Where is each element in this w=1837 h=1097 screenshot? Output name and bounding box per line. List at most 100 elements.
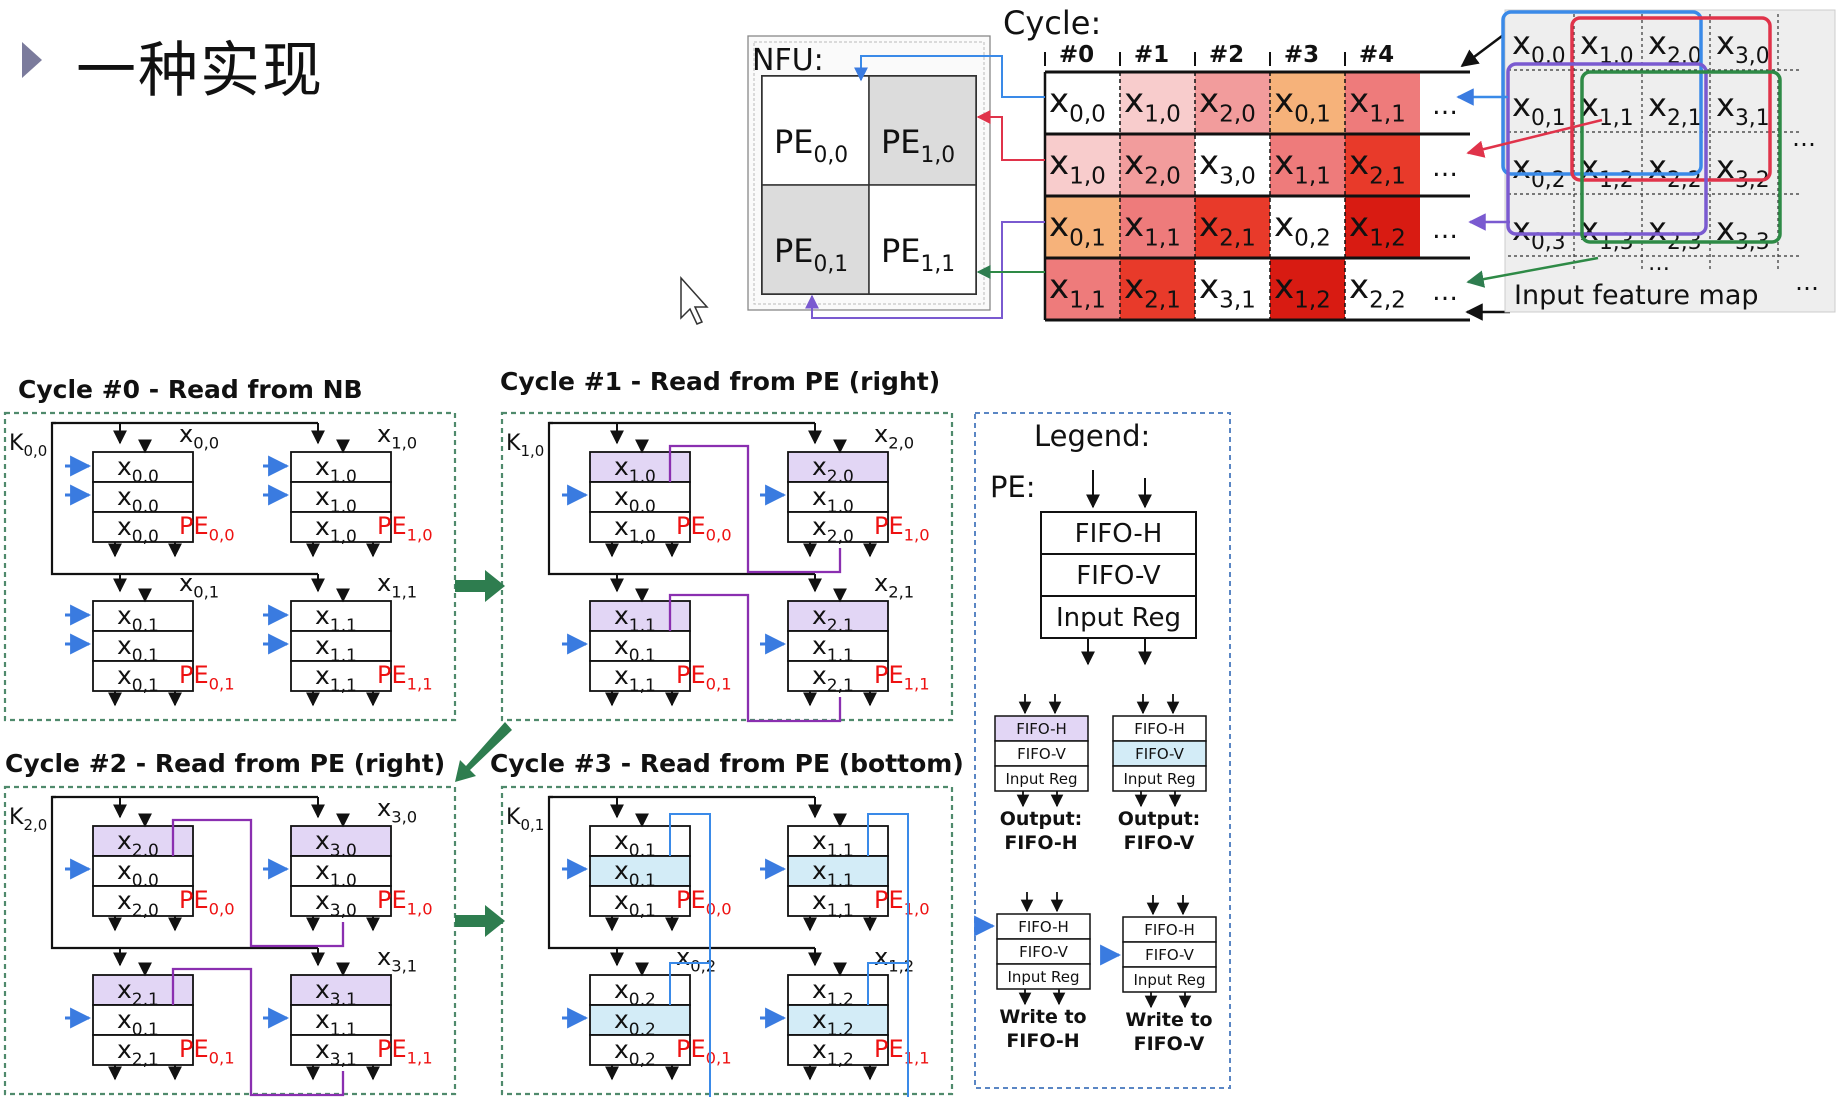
pe-register [92,660,194,692]
cycle-panel-frame [500,785,954,1096]
legend-register [1040,553,1197,597]
legend-mini-register [996,963,1091,990]
legend-mini-label: Input Reg [1133,971,1205,989]
pe-cell [761,184,870,295]
cycle-header: #1 [1134,42,1169,68]
legend-frame [974,412,1231,1089]
pe-register-label: x0,1 [117,661,159,696]
pe-register [92,855,194,887]
map-cell-label: x0,2 [1512,148,1566,193]
pe-register-label: x1,2 [812,1035,854,1070]
legend-mini-label: FIFO-V [1019,943,1068,961]
pe-name: PE1,1 [377,661,433,694]
cycle-cell [1345,72,1420,134]
pe-register [290,600,392,632]
route-purple-to-pe01 [805,221,1045,319]
cycle-cell-label: x1,2 [1349,205,1406,252]
pe-name: PE0,0 [179,886,235,919]
pe-name: PE1,0 [377,886,433,919]
pe-register-label: x2,1 [812,661,854,696]
pe-name: PE1,1 [874,1035,930,1068]
fifo-h-route [668,444,842,574]
fifo-v-route [669,962,711,1097]
map-label: Input feature map [1514,280,1759,311]
pe-label: PE1,1 [881,232,955,277]
cycle-panel-title: Cycle #2 - Read from PE (right) [5,749,445,778]
pe-register [589,974,691,1006]
pe-name: PE1,1 [874,661,930,694]
legend-mini-register [994,715,1089,742]
pe-register-label: x0,2 [614,1035,656,1070]
pe-register [92,825,194,857]
bullet-triangle-icon [22,42,42,78]
cycle-header: #3 [1284,42,1319,68]
map-ellipsis: … [1648,251,1670,276]
pe-register [92,511,194,543]
fifo-v-route [867,962,909,1097]
cycle-cell-label: x2,0 [1124,143,1181,190]
pe-register [787,451,889,483]
pe-register [787,825,889,857]
cycle-cell-label: x2,1 [1349,143,1406,190]
cycle-cell [1345,196,1420,258]
pe-name: PE0,1 [179,1035,235,1068]
map-cell-label: x1,1 [1580,86,1634,131]
legend-register-label: Input Reg [1056,603,1181,633]
cycle-cell [1345,258,1420,320]
pe-register [92,885,194,917]
pe-name: PE0,0 [676,886,732,919]
cycle-panel-title: Cycle #3 - Read from PE (bottom) [490,749,964,778]
pe-register [92,481,194,513]
flow-arrow-icon [455,722,512,782]
pe-register-label: x2,1 [117,1035,159,1070]
cycle-panel-title: Cycle #1 - Read from PE (right) [500,367,940,396]
fifo-h-route [171,967,345,1097]
pe-register [589,511,691,543]
pe-data-input: x3,1 [377,943,417,976]
cycle-cell [1120,134,1195,196]
kernel-label: K1,0 [506,431,544,460]
legend-mini-label: Input Reg [1123,770,1195,788]
pe-register [290,974,392,1006]
pe-name: PE0,1 [179,661,235,694]
pe-register [589,660,691,692]
cycle-panel-title: Cycle #0 - Read from NB [18,375,363,404]
more-ellipsis: … [1432,277,1458,307]
cycle-cell [1270,196,1345,258]
pe-cell [868,184,977,295]
pe-register [787,630,889,662]
legend-register [1040,595,1197,639]
map-cell-label: x0,0 [1512,24,1566,69]
pe-name: PE1,1 [377,1035,433,1068]
cycle-cell-label: x0,0 [1049,81,1106,128]
pe-register [290,855,392,887]
legend-caption: FIFO-H [1004,832,1077,854]
pe-register [787,1034,889,1066]
pe-data-input: x0,1 [179,569,219,602]
legend-title: Legend: [1034,419,1150,453]
pe-register [92,974,194,1006]
legend-mini-label: Input Reg [1007,968,1079,986]
cycle-cell-label: x2,1 [1124,267,1181,314]
legend-register-label: FIFO-H [1075,519,1163,549]
pe-register [290,511,392,543]
cycle-cell-label: x0,1 [1274,81,1331,128]
map-ellipsis: … [1795,268,1819,296]
route-red-to-pe10 [976,110,1045,161]
pe-register [290,1034,392,1066]
kernel-label: K2,0 [9,805,47,834]
pe-label: PE1,0 [881,123,955,168]
nfu-label: NFU: [752,43,824,78]
pe-label: PE0,0 [774,123,848,168]
legend-mini-label: FIFO-H [1016,720,1067,738]
pe-register-label: x3,1 [315,1035,357,1070]
pe-data-input: x2,1 [874,569,914,602]
cycle-cell [1270,72,1345,134]
